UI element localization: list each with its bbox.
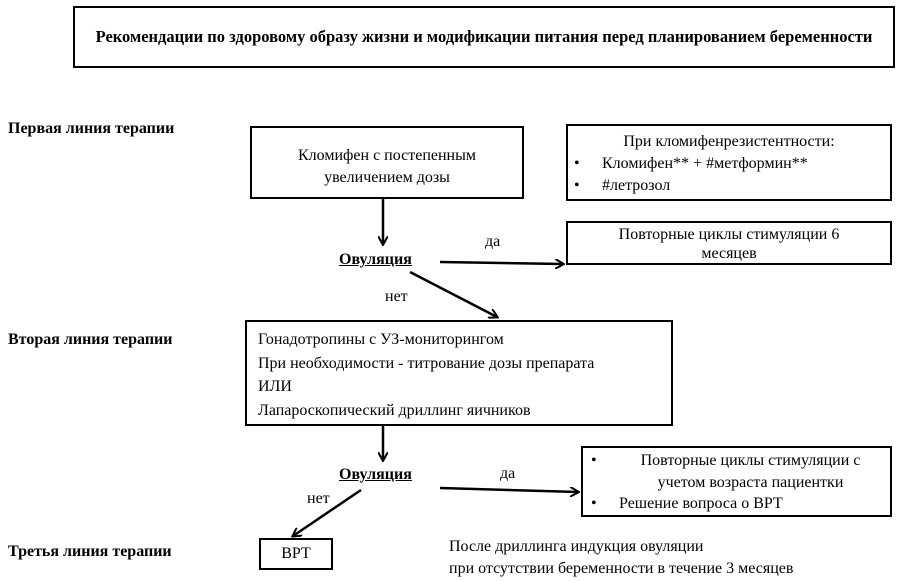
- repeat-2-item: Повторные циклы стимуляции с учетом возр…: [583, 450, 890, 493]
- ovulation-label-1: Овуляция: [339, 251, 412, 268]
- yes-label-2: да: [500, 465, 516, 482]
- resistance-item: Кломифен** + #метформин**: [566, 153, 890, 175]
- second-line-item: Гонадотропины с УЗ-мониторингом: [258, 331, 504, 348]
- clomiphene-box: Кломифен с постепенным увеличением дозы: [250, 126, 524, 199]
- vrt-box: ВРТ: [259, 538, 333, 570]
- ovulation-label-2: Овуляция: [339, 466, 412, 483]
- no-label-1: нет: [385, 288, 408, 305]
- footnote-line-1: После дриллинга индукция овуляции: [449, 538, 704, 555]
- resistance-heading: При кломифенрезистентности:: [623, 133, 835, 150]
- repeat-cycles-box-2: Повторные циклы стимуляции с учетом возр…: [581, 446, 892, 517]
- title-box: Рекомендации по здоровому образу жизни и…: [73, 6, 895, 68]
- second-line-item: При необходимости - титрование дозы преп…: [258, 354, 595, 372]
- yes-label-1: да: [485, 233, 501, 250]
- no-label-2: нет: [307, 490, 330, 507]
- drilling-footnote: После дриллинга индукция овуляции при от…: [449, 536, 793, 580]
- clomiphene-line-1: Кломифен с постепенным: [298, 147, 476, 164]
- repeat-2-item: Решение вопроса о ВРТ: [583, 493, 890, 515]
- clomiphene-line-2: увеличением дозы: [324, 169, 450, 186]
- second-line-item: Лапароскопический дриллинг яичников: [258, 401, 531, 419]
- arrow-ovulation-yes-2: [439, 486, 578, 492]
- vrt-text: ВРТ: [281, 545, 311, 562]
- second-line-label: Вторая линия терапии: [8, 331, 173, 348]
- arrow-ovulation-yes-1: [439, 262, 563, 264]
- third-line-label: Третья линия терапии: [8, 543, 172, 560]
- arrow-ovulation-no-2: [293, 488, 362, 536]
- title-text: Рекомендации по здоровому образу жизни и…: [95, 27, 873, 46]
- repeat-1-line-1: Повторные циклы стимуляции 6: [618, 226, 840, 243]
- second-line-item: ИЛИ: [258, 378, 292, 395]
- repeat-1-line-2: месяцев: [701, 245, 757, 262]
- second-line-therapy-box: Гонадотропины с УЗ-мониторингом При необ…: [245, 320, 673, 426]
- resistance-item: #летрозол: [566, 175, 890, 197]
- footnote-line-2: при отсутствии беременности в течение 3 …: [449, 560, 794, 577]
- arrow-ovulation-no-1: [409, 270, 497, 317]
- clomiphene-resistance-box: При кломифенрезистентности: Кломифен** +…: [566, 124, 892, 201]
- first-line-label: Первая линия терапии: [8, 120, 175, 137]
- repeat-cycles-box-1: Повторные циклы стимуляции 6 месяцев: [566, 221, 892, 265]
